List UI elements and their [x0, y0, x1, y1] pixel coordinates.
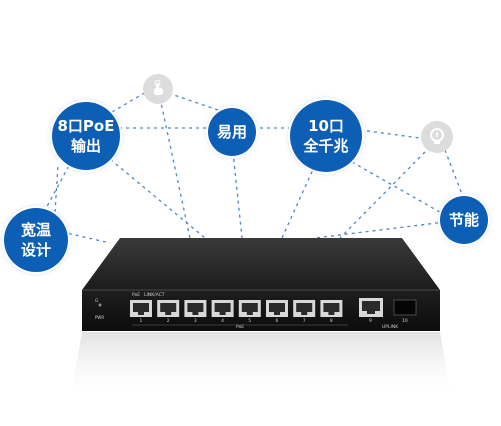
feature-gigabit-line1: 10口: [308, 117, 344, 135]
feature-bubble-poe8: 8口PoE 输出: [52, 102, 120, 170]
header-link-label: LINK/ACT: [144, 292, 165, 298]
rj45-port-4: 4: [211, 300, 234, 324]
connector-easy-to-switch: [232, 151, 243, 239]
feature-bubble-temp: 宽温 设计: [4, 208, 68, 272]
rj45-port-1: 1: [130, 300, 152, 324]
feature-temp-line2: 设计: [20, 241, 51, 259]
indicator-bottom-label: PWR: [95, 315, 104, 320]
feature-bubble-gigabit: 10口 全千兆: [290, 100, 362, 172]
connector-temp-to-switch: [61, 231, 111, 244]
switch-reflection: [70, 332, 452, 400]
rj45-port-5: 5: [238, 300, 261, 324]
feature-bubble-easy: 易用: [208, 108, 256, 156]
connector-ghost-to-switch: [339, 151, 426, 239]
port-label-1: 1: [140, 318, 143, 324]
sfp-port-10: 10: [393, 299, 417, 324]
feature-poe8-line2: 输出: [70, 137, 101, 155]
rj45-port-6: 6: [266, 300, 288, 324]
port-label-10: 10: [402, 318, 408, 324]
port-label-9: 9: [369, 318, 372, 324]
connector-ghost-to-energy: [444, 149, 466, 203]
port-label-5: 5: [248, 318, 251, 324]
switch-top-face: [82, 238, 440, 290]
feature-easy-line1: 易用: [216, 123, 247, 141]
ghost-circle-right: [421, 121, 453, 153]
port-label-4: 4: [221, 318, 224, 324]
header-poe-label: PoE: [132, 292, 140, 298]
connector-poe8-to-temp: [43, 159, 73, 213]
connector-poe8-to-switch: [104, 154, 206, 239]
connector-ghost-to-switch-left: [159, 97, 191, 239]
indicator-top-label: G: [95, 298, 98, 303]
feature-poe8-line1: 8口PoE: [57, 117, 115, 135]
connector-energy-to-switch: [314, 221, 446, 239]
ports-group-label: PoE: [236, 324, 244, 330]
port-label-7: 7: [303, 318, 306, 324]
rj45-port-2: 2: [157, 300, 180, 324]
uplink-label: UPLINK: [382, 324, 399, 330]
port-label-3: 3: [194, 318, 197, 324]
connector-gigabit-to-ghost: [359, 129, 421, 139]
rj45-port-8: 8: [320, 300, 343, 324]
feature-gigabit-line2: 全千兆: [303, 137, 349, 155]
rj45-port-7: 7: [293, 300, 316, 324]
ghost-circle-left: [143, 74, 173, 104]
lightbulb-icon: [430, 128, 444, 144]
feature-energy-line1: 节能: [448, 211, 479, 229]
port-label-8: 8: [330, 318, 333, 324]
indicator-led-top: [98, 303, 102, 307]
touch-hand-icon: [154, 80, 163, 95]
rj45-port-9: 9: [359, 298, 383, 324]
rj45-port-3: 3: [184, 300, 207, 324]
feature-temp-line1: 宽温: [20, 221, 51, 239]
port-label-2: 2: [167, 318, 170, 324]
connector-easy-to-ghost: [167, 92, 219, 111]
connector-temp-to-poe8: [54, 165, 59, 213]
port-label-6: 6: [276, 318, 279, 324]
feature-bubble-energy: 节能: [440, 196, 488, 244]
